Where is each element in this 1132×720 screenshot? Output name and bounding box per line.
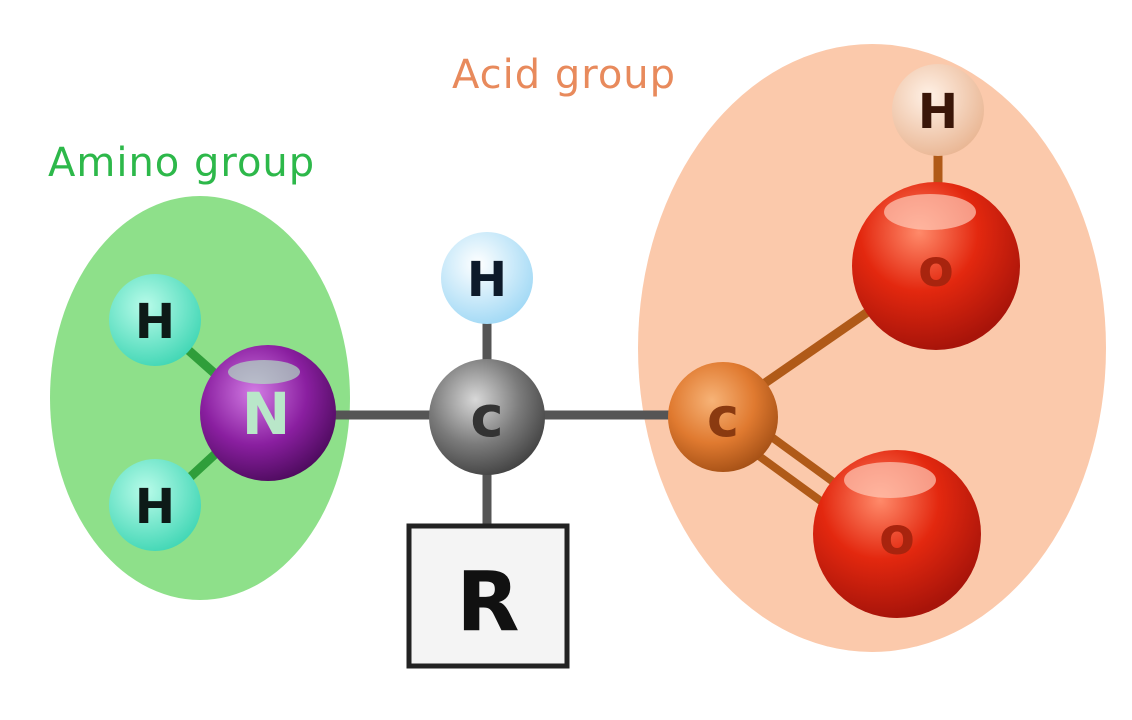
oxygen-atom-carbonyl: o bbox=[813, 450, 981, 618]
atom-symbol: o bbox=[918, 239, 954, 299]
atom-symbol: H bbox=[918, 84, 958, 140]
side-chain-box bbox=[406, 523, 570, 669]
hydrogen-atom-amino-bottom: H bbox=[109, 459, 201, 551]
atom-symbol: H bbox=[135, 294, 175, 350]
atom-symbol: N bbox=[242, 380, 291, 448]
alpha-carbon-atom: c bbox=[429, 359, 545, 475]
atom-symbol: H bbox=[135, 479, 175, 535]
nitrogen-atom: N bbox=[200, 345, 336, 481]
hydrogen-atom-amino-top: H bbox=[109, 274, 201, 366]
side-chain-label: R bbox=[456, 555, 519, 650]
bond-c-o-hydroxyl bbox=[749, 296, 888, 396]
atom-symbol: H bbox=[467, 252, 507, 308]
amino-group-label: Amino group bbox=[48, 140, 315, 186]
atom-symbol: c bbox=[707, 386, 739, 449]
acid-group-region bbox=[638, 44, 1106, 652]
acid-group-label: Acid group bbox=[452, 52, 676, 98]
atom-symbol: o bbox=[879, 507, 915, 567]
oxygen-atom-hydroxyl: o bbox=[852, 182, 1020, 350]
carboxyl-carbon-atom: c bbox=[668, 362, 778, 472]
atom-symbol: c bbox=[470, 385, 503, 450]
hydrogen-atom-alpha: H bbox=[441, 232, 533, 324]
hydrogen-atom-acid: H bbox=[892, 64, 984, 156]
